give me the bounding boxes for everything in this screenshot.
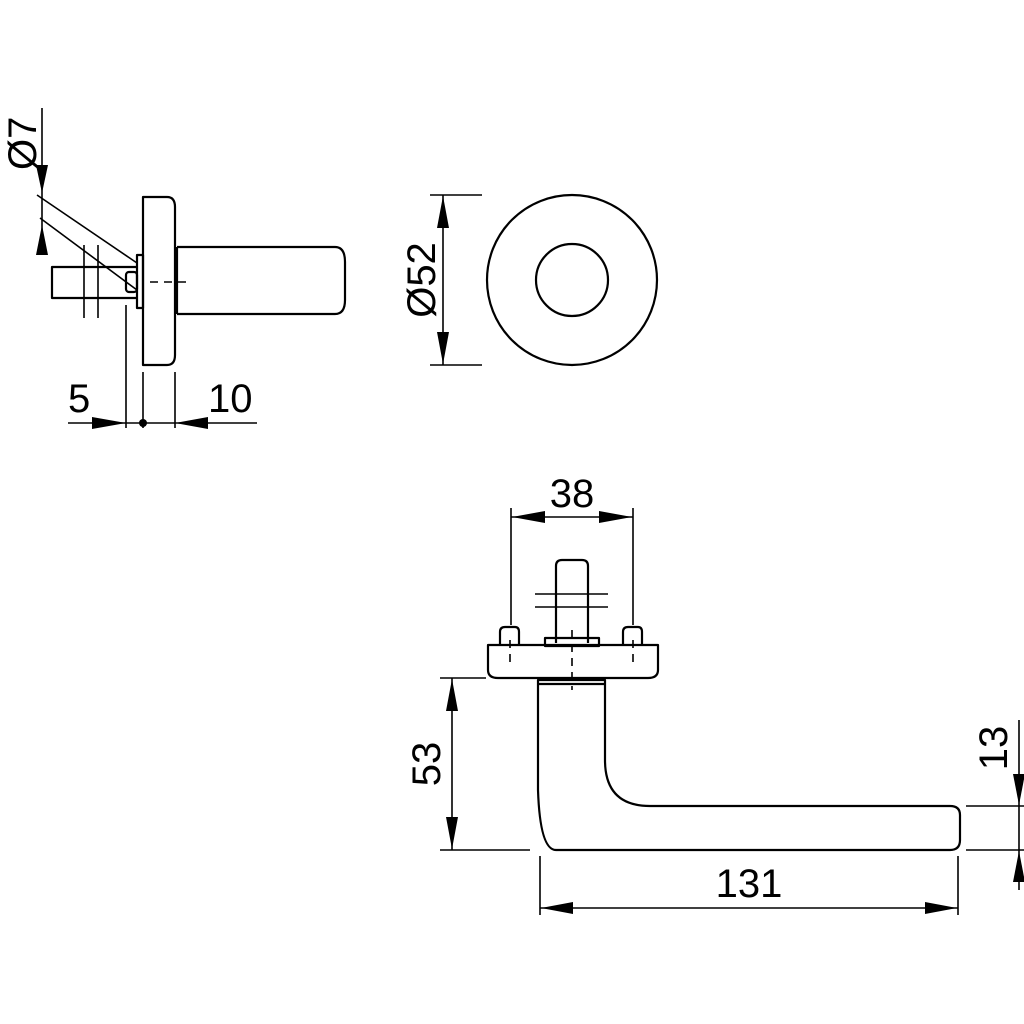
handle-stem [177,245,347,316]
dim-screw-spacing: 38 [550,472,595,516]
dim-handle-length: 131 [716,862,783,906]
dim-handle-projection: 53 [405,742,449,787]
dim-rose-diameter: Ø52 [400,242,444,318]
spindle [50,265,138,300]
dim-handle-thickness: 13 [972,726,1016,771]
rose-plate [141,195,177,367]
rose-front-view: Ø52 [400,193,659,367]
lever [536,678,962,852]
lever-handle-view: 38 53 131 13 [405,472,1024,915]
base-plate [486,643,660,680]
dim-spindle-offset: 5 [68,377,90,421]
dim-spindle-diameter: Ø7 [1,117,45,170]
side-view: Ø7 5 10 [1,108,347,429]
dim-rose-thickness: 10 [208,377,253,421]
spindle-top [554,558,590,643]
